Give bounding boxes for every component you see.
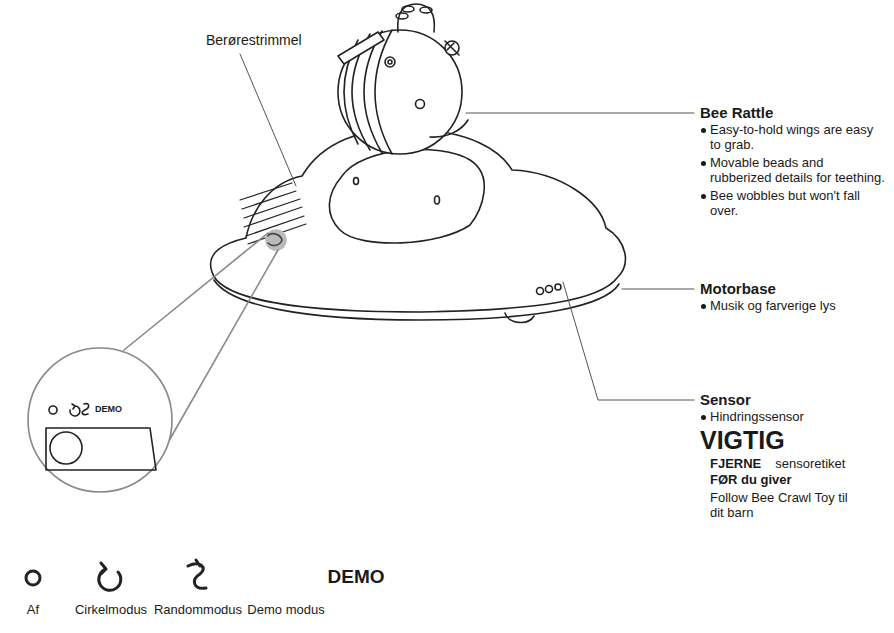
mode-icons bbox=[188, 560, 206, 588]
motor-base bbox=[505, 313, 534, 322]
switch-inset bbox=[46, 428, 156, 470]
mode-label: Af bbox=[27, 602, 39, 617]
warning-text: sensoretiket bbox=[765, 456, 845, 471]
bullet-dot bbox=[701, 128, 706, 133]
switch-inset bbox=[166, 250, 278, 446]
bee-rattle bbox=[445, 41, 459, 55]
sensor-eyes bbox=[537, 284, 562, 295]
part-title: Motorbase bbox=[700, 280, 886, 298]
leader-line bbox=[240, 54, 694, 400]
touch-strip bbox=[240, 183, 292, 200]
bullet-dot bbox=[701, 415, 706, 420]
bee-rattle bbox=[445, 41, 459, 55]
bee-rattle bbox=[375, 30, 392, 154]
part-title: Sensor bbox=[700, 391, 886, 409]
switch-inset bbox=[266, 230, 286, 250]
motor-base bbox=[435, 196, 440, 204]
leader-line bbox=[622, 289, 694, 290]
bullet-dot bbox=[701, 194, 706, 199]
callout-group: MotorbaseMusik og farverige lys bbox=[700, 280, 886, 316]
bee-rattle bbox=[420, 7, 432, 13]
bee-rattle bbox=[416, 100, 425, 109]
switch-inset bbox=[70, 404, 80, 416]
sensor-eyes bbox=[537, 288, 544, 295]
bee-rattle bbox=[388, 60, 392, 64]
mode-label: Demo modus bbox=[247, 602, 324, 617]
switch-inset bbox=[49, 406, 57, 414]
motor-base bbox=[214, 280, 619, 320]
bee-rattle bbox=[398, 4, 435, 32]
warning-title: VIGTIG bbox=[700, 427, 886, 454]
leader-line bbox=[240, 54, 296, 186]
feature-text: Hindringssensor bbox=[700, 409, 886, 424]
callout-group: Bee RattleEasy-to-hold wings are easy to… bbox=[700, 104, 886, 221]
warning-text: Follow Bee Crawl Toy til dit barn bbox=[700, 490, 860, 520]
bullet-dot bbox=[701, 161, 706, 166]
mode-label: Randommodus bbox=[154, 602, 242, 617]
leader-line bbox=[563, 282, 694, 400]
sensor-eyes bbox=[555, 284, 561, 290]
touch-strip bbox=[242, 191, 296, 209]
switch-inset bbox=[28, 230, 286, 492]
touch-strip bbox=[244, 199, 300, 218]
part-label: Berørestrimmel bbox=[206, 33, 302, 48]
feature-text: Movable beads and rubberized details for… bbox=[700, 155, 886, 185]
switch-inset bbox=[50, 432, 82, 464]
mode-icons bbox=[26, 571, 40, 585]
motor-base bbox=[354, 178, 359, 185]
mode-icons bbox=[26, 560, 206, 590]
bee-rattle bbox=[396, 13, 408, 19]
motor-base bbox=[329, 149, 484, 243]
feature-text: Bee wobbles but won't fall over. bbox=[700, 188, 886, 218]
mode-label: Cirkelmodus bbox=[75, 602, 147, 617]
bee-rattle bbox=[338, 32, 384, 64]
switch-inset bbox=[124, 233, 268, 350]
bullet-dot bbox=[701, 304, 706, 309]
bee-rattle bbox=[402, 6, 414, 12]
touch-strip bbox=[244, 207, 302, 227]
motor-base bbox=[211, 129, 626, 312]
bee-rattle bbox=[430, 120, 468, 137]
callout-group: SensorHindringssensorVIGTIG FJERNE sensore… bbox=[700, 391, 886, 523]
feature-text: Easy-to-hold wings are easy to grab. bbox=[700, 122, 886, 152]
warning-text: FJERNE bbox=[700, 456, 761, 471]
sensor-eyes bbox=[546, 286, 553, 293]
mode-icons bbox=[99, 563, 121, 590]
switch-inset bbox=[82, 404, 88, 415]
feature-text: Musik og farverige lys bbox=[700, 298, 886, 313]
switch-mark: DEMO bbox=[95, 404, 122, 415]
leader-line bbox=[466, 113, 694, 114]
mode-icon-text: DEMO bbox=[328, 566, 385, 587]
switch-inset bbox=[268, 234, 282, 246]
bee-rattle bbox=[338, 4, 468, 154]
bee-rattle bbox=[385, 57, 395, 67]
motor-base bbox=[211, 129, 626, 323]
warning-text: FØR du giver bbox=[700, 472, 886, 487]
part-title: Bee Rattle bbox=[700, 104, 886, 122]
switch-inset bbox=[28, 348, 172, 492]
